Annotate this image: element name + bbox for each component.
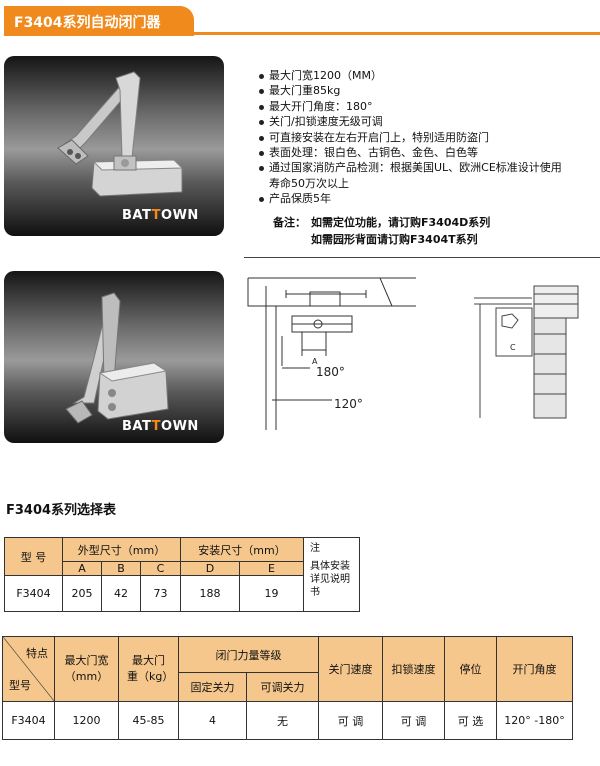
title-bar: F3404系列自动闭门器 <box>2 6 600 36</box>
corner-top: 特点 <box>26 647 48 660</box>
sub-d: D <box>180 561 240 576</box>
cell-open-angle: 120° -180° <box>496 701 573 740</box>
brand-logo: BATTOWN <box>122 419 199 434</box>
size-table: 型 号 外型尺寸（mm） 安装尺寸（mm） 注 具体安装详见说明书 A B C … <box>4 537 360 612</box>
note-heading: 注 <box>310 543 320 554</box>
col-max-weight: 最大门重（kg） <box>118 636 179 702</box>
group-outer-size: 外型尺寸（mm） <box>62 537 181 562</box>
cell-width: 1200 <box>54 701 119 740</box>
note-label: 备注： <box>273 216 306 229</box>
product-photo-top: BATTOWN <box>4 56 224 236</box>
spec-item: 表面处理：银白色、古铜色、金色、白色等 <box>258 145 598 160</box>
door-closer-image-2 <box>65 292 169 424</box>
cell-weight: 45-85 <box>118 701 179 740</box>
col-model: 型 号 <box>4 537 63 576</box>
brand-logo: BATTOWN <box>122 208 199 223</box>
col-max-width: 最大门宽（mm） <box>54 636 119 702</box>
title-underline <box>182 32 600 35</box>
spec-list: 最大门宽1200（MM） 最大门重85kg 最大开门角度：180° 关门/扣锁速… <box>258 68 598 207</box>
spec-item: 产品保质5年 <box>258 191 598 206</box>
spec-item: 关门/扣锁速度无级可调 <box>258 114 598 129</box>
sub-a: A <box>62 561 102 576</box>
cell-close-speed: 可 调 <box>318 701 383 740</box>
door-closer-image <box>57 71 184 197</box>
table-row: F3404 205 42 73 188 19 <box>4 575 360 612</box>
group-install-size: 安装尺寸（mm） <box>180 537 304 562</box>
page-title: F3404系列自动闭门器 <box>14 15 161 31</box>
col-close-speed: 关门速度 <box>318 636 383 702</box>
label-a: A <box>312 357 318 366</box>
corner-cell: 特点 型号 <box>2 636 55 702</box>
cell-model: F3404 <box>4 575 63 612</box>
cell-model: F3404 <box>2 701 55 740</box>
cell-b: 42 <box>101 575 141 612</box>
installation-drawing-left: A 180° 120° <box>247 277 416 430</box>
cell-a: 205 <box>62 575 102 612</box>
label-c: C <box>510 343 516 352</box>
spec-item: 可直接安装在左右开启门上，特别适用防盗门 <box>258 130 598 145</box>
col-hold-open: 停位 <box>444 636 497 702</box>
divider <box>244 257 600 258</box>
note-line-2: 如需园形背面请订购F3404T系列 <box>311 233 478 246</box>
angle-180: 180° <box>316 365 345 379</box>
product-photo-bottom: BATTOWN <box>4 271 224 443</box>
sub-e: E <box>239 561 304 576</box>
col-latch-speed: 扣锁速度 <box>382 636 445 702</box>
sub-fixed-force: 固定关力 <box>178 672 247 702</box>
note-cell: 注 具体安装详见说明书 <box>303 537 360 612</box>
angle-120: 120° <box>334 397 363 411</box>
table-row: F3404 1200 45-85 4 无 可 调 可 调 可 选 120° -1… <box>2 701 573 740</box>
sub-b: B <box>101 561 141 576</box>
spec-item: 通过国家消防产品检测：根据美国UL、欧洲CE标准设计使用 <box>258 160 598 175</box>
cell-adjustable-force: 无 <box>246 701 319 740</box>
spec-item: 最大门宽1200（MM） <box>258 68 598 83</box>
col-open-angle: 开门角度 <box>496 636 573 702</box>
group-closing-force: 闭门力量等级 <box>178 636 319 673</box>
spec-item: 最大开门角度：180° <box>258 99 598 114</box>
cell-hold-open: 可 选 <box>444 701 497 740</box>
title-tab: F3404系列自动闭门器 <box>4 6 194 36</box>
cell-latch-speed: 可 调 <box>382 701 445 740</box>
note: 备注： 如需定位功能，请订购F3404D系列 如需园形背面请订购F3404T系列 <box>273 214 490 248</box>
cell-e: 19 <box>239 575 304 612</box>
selection-title: F3404系列选择表 <box>6 503 117 518</box>
sub-c: C <box>140 561 181 576</box>
note-text: 具体安装详见说明书 <box>310 561 350 598</box>
feature-table: 特点 型号 最大门宽（mm） 最大门重（kg） 闭门力量等级 关门速度 扣锁速度… <box>2 636 573 740</box>
cell-d: 188 <box>180 575 240 612</box>
installation-drawing-right: C <box>474 285 579 419</box>
sub-adjustable-force: 可调关力 <box>246 672 319 702</box>
corner-bottom: 型号 <box>9 679 31 692</box>
cell-c: 73 <box>140 575 181 612</box>
spec-item: 最大门重85kg <box>258 83 598 98</box>
cell-fixed-force: 4 <box>178 701 247 740</box>
note-line-1: 如需定位功能，请订购F3404D系列 <box>311 216 491 229</box>
spec-item-continuation: 寿命50万次以上 <box>269 176 349 190</box>
